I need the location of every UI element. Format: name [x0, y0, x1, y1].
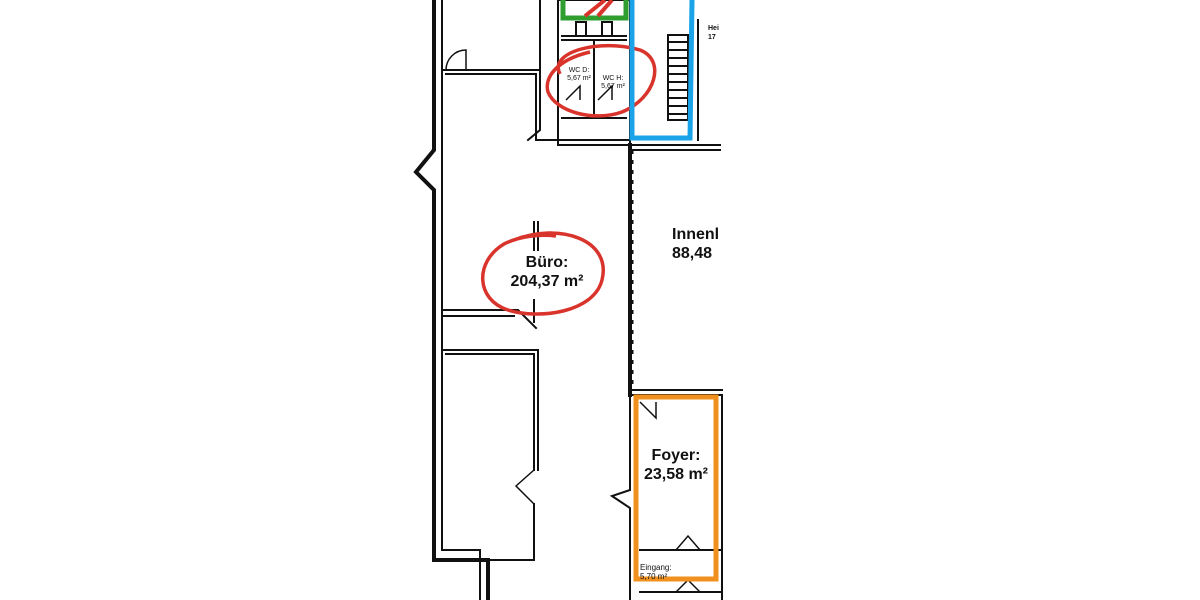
wc-d-label: WC D: 5,67 m²	[564, 67, 594, 83]
upper-left-room	[441, 0, 561, 142]
inner-room-name: Innenl	[672, 226, 720, 243]
heating-area: 17	[708, 34, 716, 41]
stair-blue-rectangle	[629, 0, 695, 141]
entrance-label: Eingang: 5,70 m²	[640, 563, 680, 581]
wc-h-area: 5,67 m²	[601, 83, 625, 90]
heating-label: Hei 17	[708, 24, 728, 42]
wc-red-circle	[545, 43, 657, 118]
stair-room	[667, 19, 699, 141]
green-marked-area	[560, 0, 629, 21]
markers	[480, 0, 719, 582]
foyer-orange-rectangle	[633, 394, 719, 582]
wc-h-label: WC H: 5,67 m²	[598, 75, 628, 91]
office-label: Büro: 204,37 m²	[492, 253, 602, 291]
heating-name: Hei	[708, 25, 719, 32]
office-name: Büro:	[525, 254, 569, 271]
office-partitions	[441, 221, 539, 561]
corridor-wall	[628, 143, 721, 397]
entrance-name: Eingang:	[640, 563, 672, 572]
wc-h-name: WC H:	[602, 75, 624, 82]
foyer-label: Foyer: 23,58 m²	[636, 446, 716, 484]
outer-walls	[413, 0, 490, 600]
entrance-area: 5,70 m²	[640, 572, 668, 581]
inner-room-area: 88,48	[672, 245, 713, 262]
foyer-name: Foyer:	[651, 447, 701, 464]
office-red-circle	[480, 231, 605, 316]
foyer-area: 23,58 m²	[643, 466, 709, 483]
inner-room-label: Innenl 88,48	[672, 225, 732, 263]
wc-d-area: 5,67 m²	[567, 75, 591, 82]
office-area: 204,37 m²	[510, 273, 584, 290]
wc-d-name: WC D:	[568, 67, 590, 74]
